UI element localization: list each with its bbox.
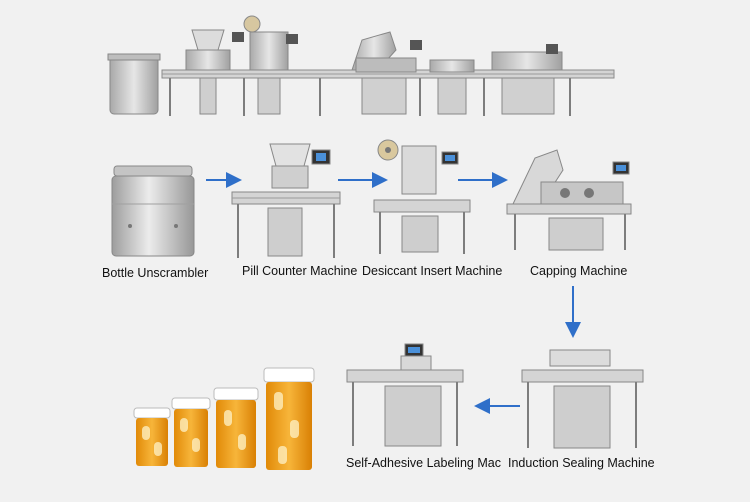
overview-desiccant xyxy=(249,31,289,71)
desiccant-insert-machine xyxy=(373,139,471,254)
overview-sealer xyxy=(429,59,475,73)
self-adhesive-labeling-machine xyxy=(346,343,464,447)
pill-counter-machine xyxy=(231,143,341,258)
pill-bottles-image xyxy=(133,367,315,470)
label-bottle-unscrambler: Bottle Unscrambler xyxy=(102,266,209,280)
full-line-overview xyxy=(107,15,615,116)
label-induction-sealing: Induction Sealing Machine xyxy=(508,456,655,470)
induction-sealing-machine xyxy=(521,349,644,449)
label-desiccant-insert: Desiccant Insert Machine xyxy=(362,264,503,278)
label-labeling: Self-Adhesive Labeling Mac xyxy=(346,456,501,470)
overview-labeler xyxy=(491,51,563,71)
bottle-unscrambler-machine xyxy=(111,165,195,257)
label-pill-counter: Pill Counter Machine xyxy=(242,264,358,278)
capping-machine xyxy=(506,149,632,251)
label-capping: Capping Machine xyxy=(530,264,628,278)
